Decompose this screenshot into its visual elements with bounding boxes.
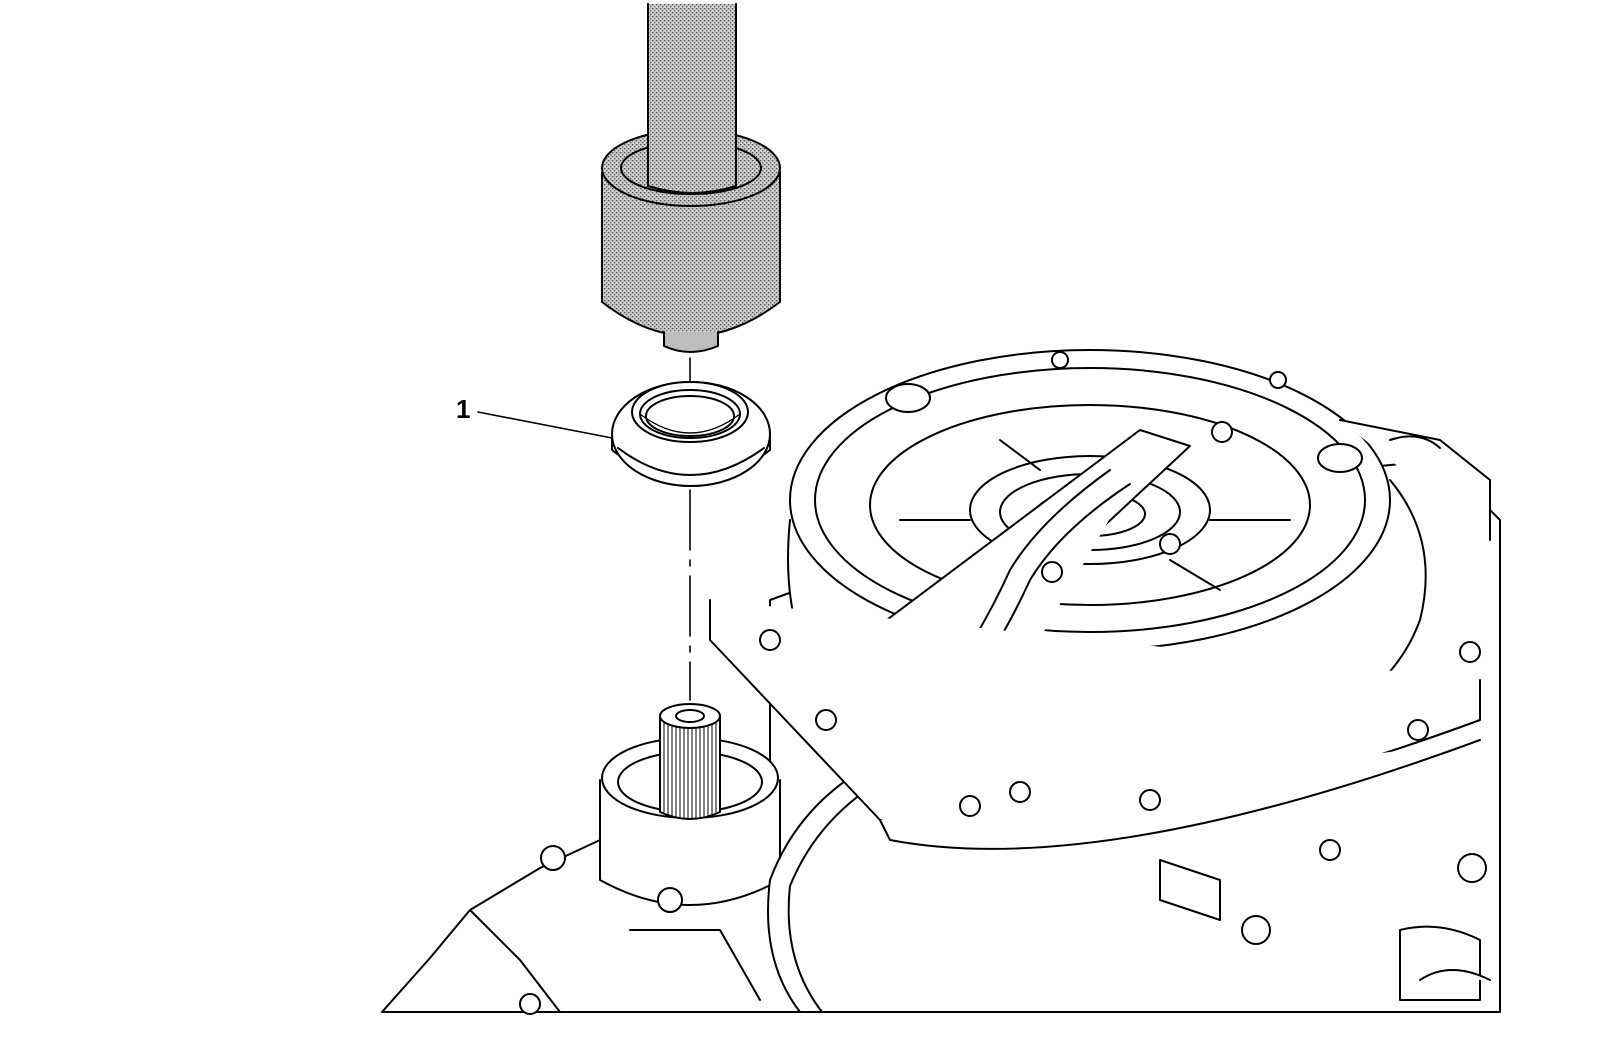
callout-number-1: 1	[456, 394, 471, 424]
bolts	[519, 351, 1487, 1015]
transmission-assembly	[381, 349, 1501, 1015]
seal	[611, 381, 771, 487]
callout-leader-1	[477, 411, 613, 439]
seal-installer-tool	[601, 3, 781, 353]
